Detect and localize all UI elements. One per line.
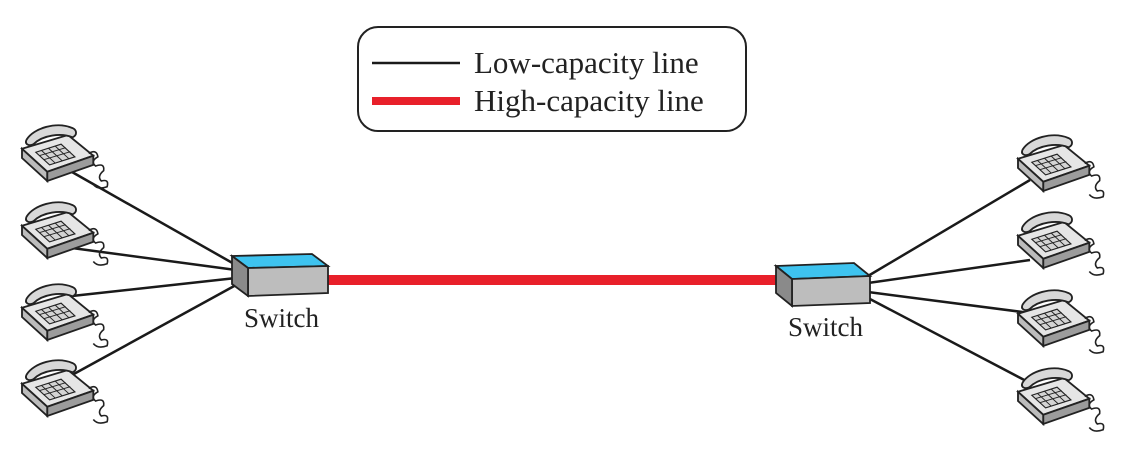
- switch-side-face: [231, 254, 249, 298]
- switch-side-face: [775, 264, 793, 308]
- low-capacity-line: [867, 290, 1031, 315]
- right-switch: Switch: [773, 262, 873, 342]
- left-switch-label: Switch: [244, 303, 320, 333]
- telephone-icon: [1017, 134, 1105, 199]
- low-capacity-line: [867, 296, 1031, 385]
- low-capacity-line: [867, 258, 1031, 285]
- right-low-capacity-lines: [867, 178, 1031, 385]
- left-low-capacity-lines: [71, 170, 237, 377]
- telephone-icon: [1017, 367, 1105, 432]
- right-telephones: [1017, 134, 1105, 432]
- telephone-icon: [21, 359, 109, 424]
- low-capacity-line: [71, 276, 237, 298]
- low-capacity-line: [867, 178, 1031, 278]
- telephone-icon: [21, 124, 109, 189]
- right-switch-label: Switch: [788, 312, 864, 342]
- switch-front-face: [247, 265, 329, 297]
- low-capacity-line: [71, 283, 237, 377]
- telephone-icon: [1017, 211, 1105, 276]
- left-switch: Switch: [229, 253, 331, 333]
- telephone-icon: [1017, 289, 1105, 354]
- legend-low-capacity-label: Low-capacity line: [474, 45, 699, 80]
- telephone-icon: [21, 201, 109, 266]
- legend: Low-capacity line High-capacity line: [357, 26, 747, 132]
- left-telephones: [21, 124, 109, 424]
- switch-front-face: [791, 275, 871, 307]
- legend-high-capacity-label: High-capacity line: [474, 83, 704, 118]
